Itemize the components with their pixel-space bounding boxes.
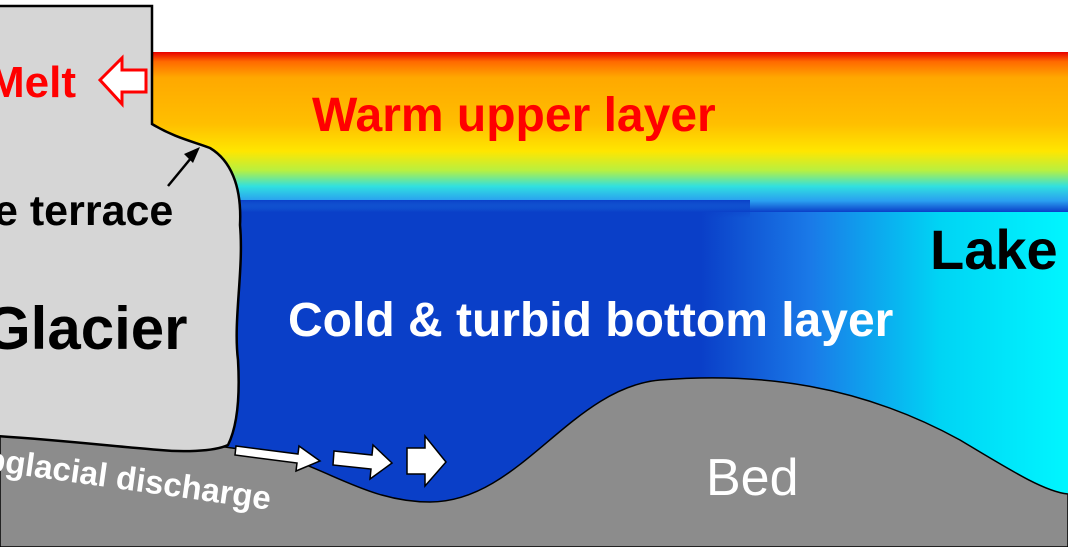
cold-bottom-layer-label: Cold & turbid bottom layer: [288, 294, 894, 347]
layer-transition: [150, 200, 750, 218]
terrace-pointer-arrowhead: [184, 147, 200, 163]
warm-upper-layer-label: Warm upper layer: [312, 89, 716, 142]
melt-arrow-icon: [97, 54, 148, 108]
discharge-arrow-2-icon: [332, 443, 394, 481]
ice-terrace-label: e terrace: [0, 187, 174, 235]
discharge-arrow-1-icon: [234, 444, 322, 473]
glacier: [0, 4, 243, 453]
warm-upper-layer: [150, 52, 1068, 212]
glacier-label: Glacier: [0, 295, 188, 362]
discharge-arrow-3-icon: [406, 433, 447, 488]
lake-label: Lake: [930, 218, 1058, 281]
bed-label: Bed: [706, 449, 799, 507]
melt-label: Melt: [0, 58, 76, 107]
